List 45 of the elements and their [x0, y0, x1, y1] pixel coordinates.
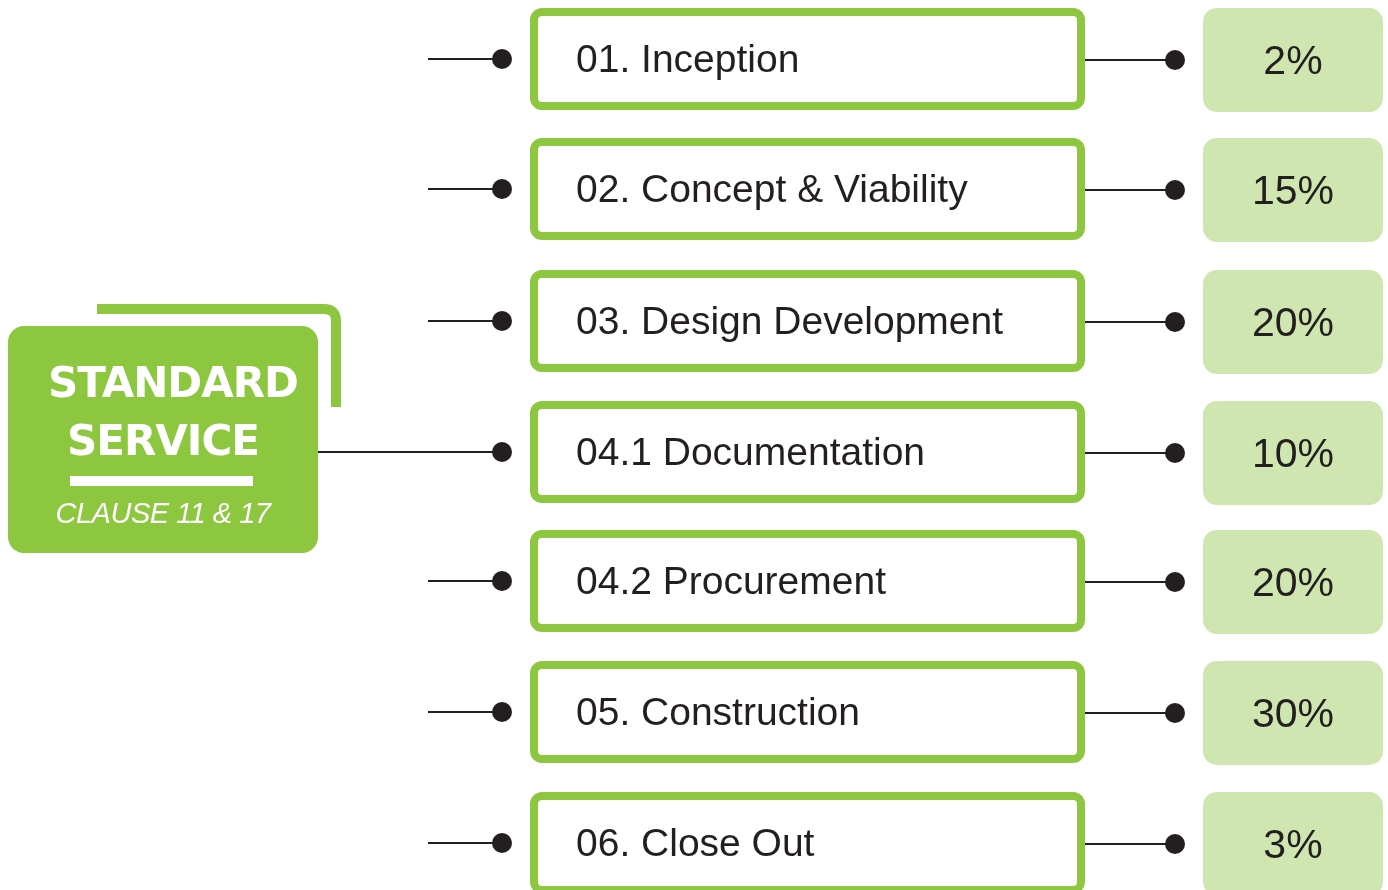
connector-line: [427, 179, 512, 199]
connector-line: [427, 311, 512, 331]
percentage-box: [1203, 661, 1383, 765]
connector-line: [1084, 834, 1185, 854]
percentage-box: [1203, 530, 1383, 634]
connector-line: [1084, 572, 1185, 592]
connector-line: [427, 49, 512, 69]
percentage-label: 20%: [1251, 298, 1335, 346]
connector-line: [317, 442, 512, 462]
clause-label: CLAUSE 11 & 17: [54, 496, 273, 530]
phase-label: 02. Concept & Viability: [576, 167, 968, 211]
percentage-label: 20%: [1251, 558, 1335, 606]
connector-line: [427, 571, 512, 591]
phase-box: [530, 401, 1085, 503]
connector-line: [1084, 50, 1185, 70]
card-title: STANDARD SERVICE: [47, 357, 299, 467]
percentage-label: 10%: [1251, 429, 1335, 477]
phase-box: [530, 138, 1085, 240]
connector-line: [427, 833, 512, 853]
connector-line: [427, 702, 512, 722]
percentage-box: [1203, 792, 1383, 890]
phase-box: [530, 792, 1085, 890]
connector-line: [1084, 312, 1185, 332]
phase-label: 03. Design Development: [576, 299, 1004, 343]
percentage-label: 15%: [1251, 166, 1335, 214]
phase-label: 06. Close Out: [576, 821, 815, 865]
connector-line: [1084, 180, 1185, 200]
phase-box: [530, 661, 1085, 763]
phase-box: [530, 8, 1085, 110]
percentage-box: [1203, 8, 1383, 112]
connector-line: [1084, 703, 1185, 723]
phase-box: [530, 270, 1085, 372]
percentage-box: [1203, 138, 1383, 242]
phase-label: 04.2 Procurement: [576, 559, 886, 603]
percentage-box: [1203, 401, 1383, 505]
phase-label: 01. Inception: [576, 37, 800, 81]
percentage-label: 3%: [1263, 820, 1323, 868]
percentage-label: 2%: [1263, 36, 1323, 84]
service-card: [8, 326, 318, 553]
percentage-box: [1203, 270, 1383, 374]
phase-label: 04.1 Documentation: [576, 430, 926, 474]
phase-label: 05. Construction: [576, 690, 860, 734]
connector-line: [1084, 443, 1185, 463]
phase-box: [530, 530, 1085, 632]
percentage-label: 30%: [1251, 689, 1335, 737]
